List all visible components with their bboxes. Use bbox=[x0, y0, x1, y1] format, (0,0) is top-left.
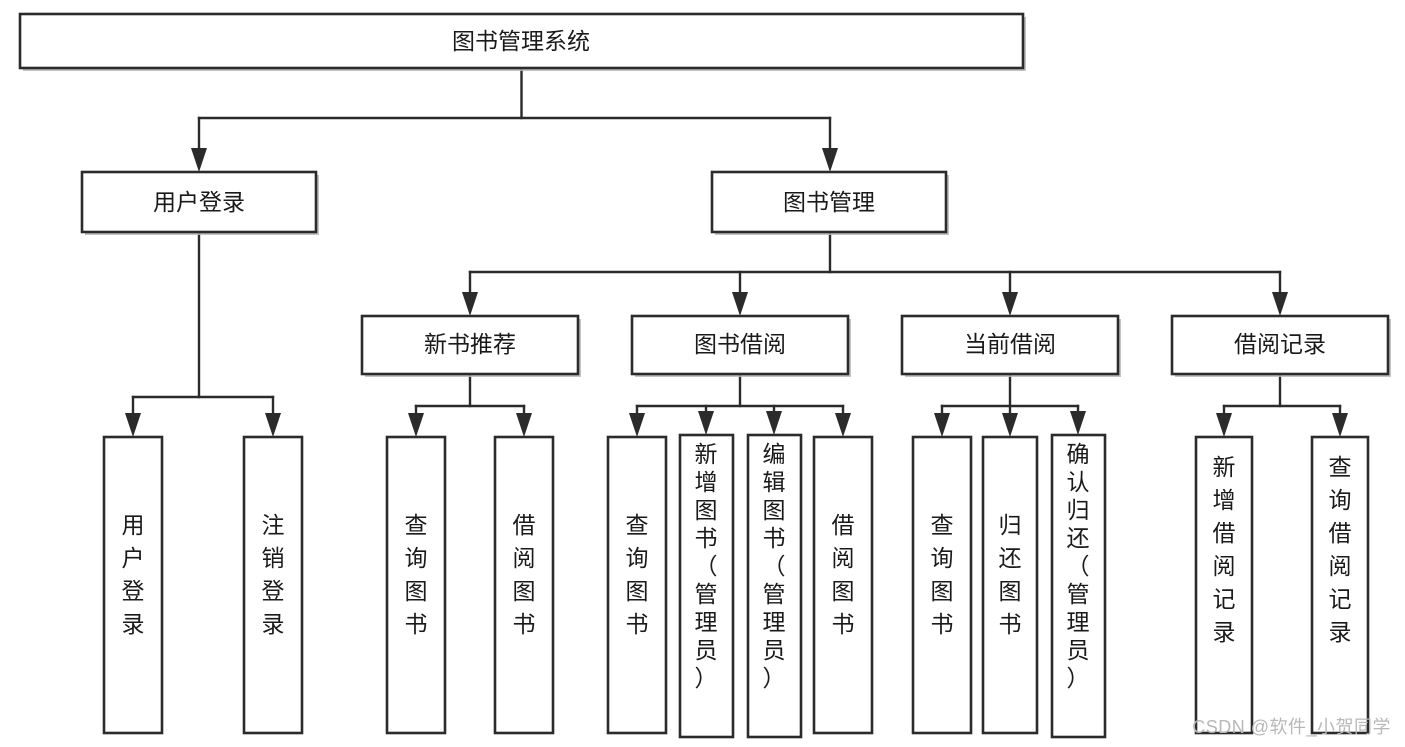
node-leaf-query-book-1[interactable]: 查询图书 bbox=[385, 435, 447, 735]
arrow-head-leaf-add-record bbox=[1216, 413, 1232, 437]
node-book-management-box bbox=[710, 170, 948, 234]
node-book-borrow-label: 图书借阅 bbox=[694, 331, 786, 357]
node-leaf-user-logout-label: 注销登录 bbox=[262, 512, 285, 637]
node-leaf-borrow-book-2[interactable]: 借阅图书 bbox=[812, 435, 874, 735]
node-leaf-query-book-3-box bbox=[911, 435, 973, 735]
node-book-borrow[interactable]: 图书借阅 bbox=[630, 314, 851, 377]
connector-layer bbox=[125, 66, 1348, 437]
node-book-management[interactable]: 图书管理 bbox=[710, 170, 949, 235]
node-leaf-user-login[interactable]: 用户登录 bbox=[102, 435, 164, 735]
node-leaf-edit-book[interactable]: 编辑图书（管理员） bbox=[746, 433, 803, 739]
arrow-head-leaf-edit-book bbox=[766, 411, 782, 435]
node-leaf-user-login-box bbox=[102, 435, 164, 735]
arrow-head-leaf-borrow-book-1 bbox=[516, 413, 532, 437]
node-root[interactable]: 图书管理系统 bbox=[18, 12, 1026, 71]
node-leaf-add-book-label: 新增图书（管理员） bbox=[695, 441, 718, 691]
arrow-head-leaf-add-book bbox=[698, 411, 714, 435]
arrow-head-book-management bbox=[822, 148, 838, 172]
arrow-head-leaf-query-book-2 bbox=[629, 413, 645, 437]
node-leaf-borrow-book-1-label: 借阅图书 bbox=[513, 512, 536, 637]
node-leaf-add-book-box bbox=[678, 433, 735, 739]
node-leaf-query-book-1-label: 查询图书 bbox=[405, 512, 428, 637]
node-new-book-recommend-box bbox=[360, 314, 580, 376]
node-new-book-recommend-label: 新书推荐 bbox=[424, 331, 516, 357]
node-leaf-query-book-3[interactable]: 查询图书 bbox=[911, 435, 973, 735]
node-leaf-confirm-return-label: 确认归还（管理员） bbox=[1067, 441, 1090, 691]
node-leaf-query-book-2[interactable]: 查询图书 bbox=[606, 435, 668, 735]
node-leaf-query-book-2-box bbox=[606, 435, 668, 735]
node-borrow-record-label: 借阅记录 bbox=[1234, 331, 1326, 357]
node-root-label: 图书管理系统 bbox=[452, 28, 590, 54]
arrow-head-leaf-confirm-return bbox=[1070, 411, 1086, 435]
node-leaf-query-record-label: 查询借阅记录 bbox=[1329, 454, 1352, 645]
node-leaf-confirm-return[interactable]: 确认归还（管理员） bbox=[1050, 433, 1107, 739]
node-book-management-label: 图书管理 bbox=[783, 189, 875, 215]
node-leaf-query-book-2-label: 查询图书 bbox=[626, 512, 649, 637]
node-leaf-return-book-box bbox=[981, 435, 1039, 735]
arrow-head-leaf-user-logout bbox=[265, 413, 281, 437]
node-leaf-return-book-label: 归还图书 bbox=[999, 512, 1022, 637]
node-leaf-borrow-book-2-box bbox=[812, 435, 874, 735]
arrow-head-borrow-record bbox=[1272, 292, 1288, 316]
node-borrow-record-box bbox=[1170, 314, 1390, 376]
node-leaf-borrow-book-1-box bbox=[493, 435, 555, 735]
arrow-head-leaf-user-login bbox=[125, 413, 141, 437]
node-root-box bbox=[18, 12, 1025, 70]
node-current-borrow[interactable]: 当前借阅 bbox=[900, 314, 1121, 377]
node-user-login-label: 用户登录 bbox=[153, 189, 245, 215]
node-leaf-query-record-box bbox=[1310, 435, 1370, 735]
arrow-head-leaf-return-book bbox=[1002, 413, 1018, 437]
node-leaf-edit-book-label: 编辑图书（管理员） bbox=[763, 441, 786, 691]
node-leaf-edit-book-box bbox=[746, 433, 803, 739]
node-leaf-query-book-3-label: 查询图书 bbox=[931, 512, 954, 637]
node-leaf-add-record-label: 新增借阅记录 bbox=[1213, 454, 1236, 645]
node-leaf-borrow-book-2-label: 借阅图书 bbox=[832, 512, 855, 637]
arrow-head-new-book-recommend bbox=[462, 292, 478, 316]
arrow-head-leaf-query-book-3 bbox=[934, 413, 950, 437]
arrow-head-leaf-borrow-book-2 bbox=[835, 413, 851, 437]
node-leaf-return-book[interactable]: 归还图书 bbox=[981, 435, 1039, 735]
arrow-head-user-login bbox=[191, 148, 207, 172]
node-new-book-recommend[interactable]: 新书推荐 bbox=[360, 314, 581, 377]
node-leaf-user-logout-box bbox=[242, 435, 304, 735]
node-leaf-query-record[interactable]: 查询借阅记录 bbox=[1310, 435, 1370, 735]
node-leaf-add-record-box bbox=[1194, 435, 1254, 735]
arrow-head-leaf-query-record bbox=[1332, 413, 1348, 437]
node-book-borrow-box bbox=[630, 314, 850, 376]
node-leaf-query-book-1-box bbox=[385, 435, 447, 735]
node-leaf-user-logout[interactable]: 注销登录 bbox=[242, 435, 304, 735]
arrow-head-leaf-query-book-1 bbox=[408, 413, 424, 437]
node-leaf-add-book[interactable]: 新增图书（管理员） bbox=[678, 433, 735, 739]
node-leaf-borrow-book-1[interactable]: 借阅图书 bbox=[493, 435, 555, 735]
arrow-head-current-borrow bbox=[1002, 292, 1018, 316]
node-borrow-record[interactable]: 借阅记录 bbox=[1170, 314, 1391, 377]
node-leaf-add-record[interactable]: 新增借阅记录 bbox=[1194, 435, 1254, 735]
node-current-borrow-box bbox=[900, 314, 1120, 376]
node-user-login-box bbox=[80, 170, 318, 234]
node-user-login[interactable]: 用户登录 bbox=[80, 170, 319, 235]
node-leaf-user-login-label: 用户登录 bbox=[122, 512, 145, 637]
node-current-borrow-label: 当前借阅 bbox=[964, 331, 1056, 357]
node-leaf-confirm-return-box bbox=[1050, 433, 1107, 739]
arrow-head-book-borrow bbox=[732, 292, 748, 316]
